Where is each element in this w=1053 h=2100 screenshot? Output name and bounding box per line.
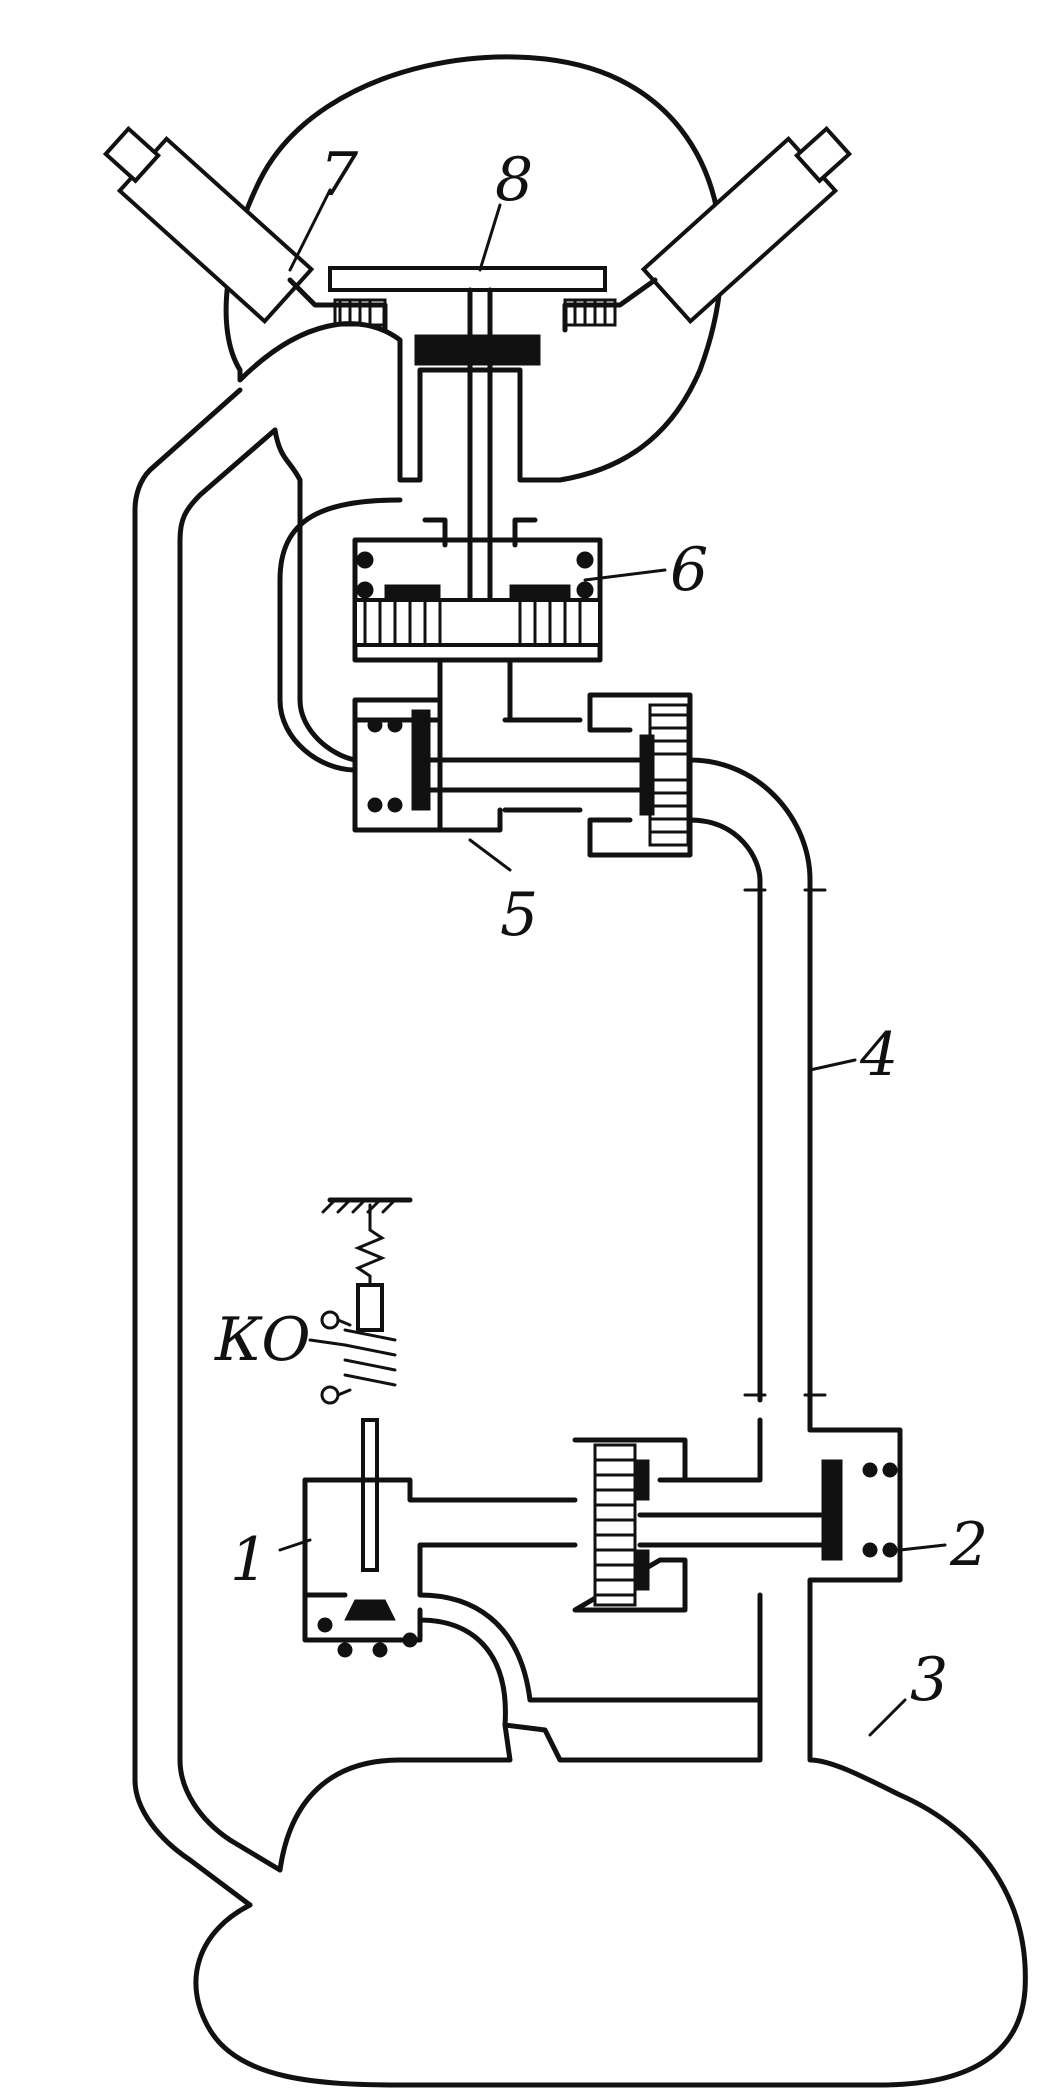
valve-block-5 [352,692,693,858]
label-4: 4 [859,1020,898,1090]
label-7: 7 [320,140,359,210]
valve-body-1 [302,1477,763,1728]
label-1: 1 [230,1525,268,1595]
leader-lines [278,188,947,1737]
label-ko: КО [214,1305,311,1375]
left-cylinder [102,125,388,333]
left-return-pipe [132,387,403,1908]
ko-spring-assembly [320,1197,413,1572]
reservoir-3 [193,1697,1028,2088]
valve-block-2 [807,1397,903,1703]
label-6: 6 [670,535,708,605]
label-3: 3 [910,1645,948,1715]
right-cylinder [562,125,853,333]
label-2: 2 [949,1510,988,1580]
pipe-4 [687,757,827,1403]
label-8: 8 [495,145,533,215]
upper-chamber [223,54,724,483]
lever-bar [328,266,607,603]
piston-chamber-6 [352,517,603,723]
label-5: 5 [500,880,538,950]
lower-piston [572,1417,838,1613]
